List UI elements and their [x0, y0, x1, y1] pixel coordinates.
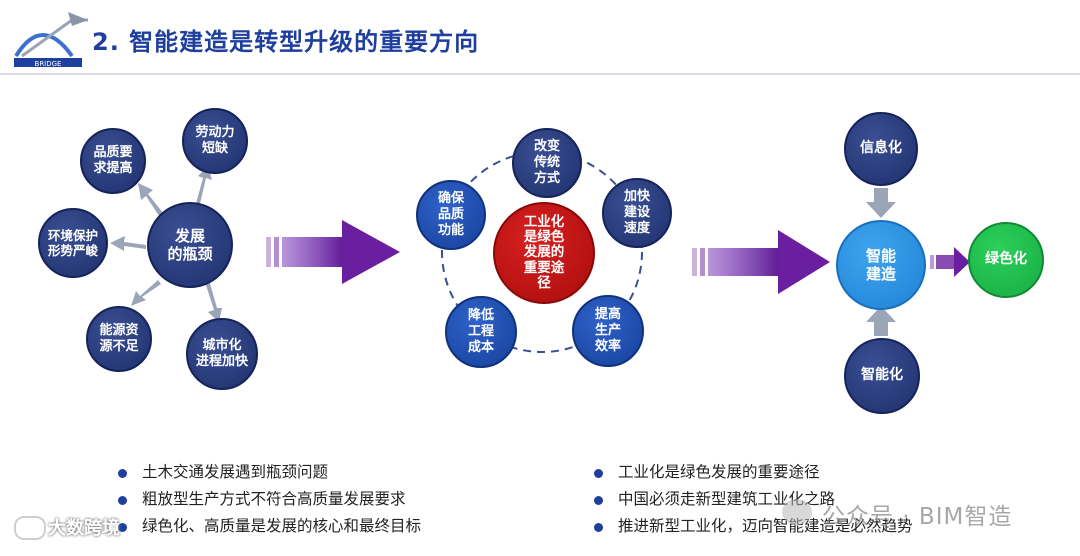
bullet-dot-icon [594, 523, 603, 532]
industrialization-center-circle: 工业化 是绿色 发展的 重要途 径 [493, 202, 595, 304]
dashed-ring [441, 151, 643, 353]
bottleneck-center-circle: 发展 的瓶颈 [147, 202, 233, 288]
big-arrow-1 [266, 220, 400, 284]
bullet-dot-icon [594, 469, 603, 478]
list-item: 土木交通发展遇到瓶颈问题 [116, 459, 421, 486]
urbanization-circle: 城市化 进程加快 [186, 318, 258, 390]
list-item: 中国必须走新型建筑工业化之路 [592, 486, 913, 513]
brand-watermark: 大数跨境 [14, 514, 120, 540]
labor-circle: 劳动力 短缺 [182, 108, 248, 174]
energy-circle: 能源资 源不足 [86, 306, 152, 372]
change-traditional-circle: 改变 传统 方式 [512, 128, 582, 198]
bridge-logo-icon: BRIDGE [14, 12, 88, 68]
smart-construction-circle: 智能 建造 [836, 220, 926, 310]
greening-circle: 绿色化 [968, 222, 1044, 298]
intelligentization-circle: 智能化 [844, 338, 920, 414]
list-item: 粗放型生产方式不符合高质量发展要求 [116, 486, 421, 513]
list-item: 绿色化、高质量是发展的核心和最终目标 [116, 513, 421, 540]
bullet-dot-icon [118, 469, 127, 478]
wechat-watermark: 公众号 · BIM智造 [782, 497, 1012, 531]
reduce-cost-circle: 降低 工程 成本 [445, 296, 517, 368]
page-title: 2. 智能建造是转型升级的重要方向 [92, 28, 480, 56]
right-bullet-list: 工业化是绿色发展的重要途径 中国必须走新型建筑工业化之路 推进新型工业化，迈向智… [592, 459, 913, 540]
quality-function-circle: 确保 品质 功能 [416, 180, 486, 250]
big-arrow-2 [692, 230, 830, 294]
slide-header: BRIDGE 2. 智能建造是转型升级的重要方向 [0, 0, 1080, 80]
wechat-icon [782, 499, 812, 525]
brand-logo-icon [14, 516, 46, 540]
header-divider [0, 73, 1080, 75]
right-vertical-arrows [866, 188, 896, 336]
list-item: 推进新型工业化，迈向智能建造是必然趋势 [592, 513, 913, 540]
logo-text: BRIDGE [35, 60, 62, 68]
left-spoke-arrows [110, 166, 222, 322]
quality-circle: 品质要 求提高 [80, 128, 146, 194]
bullet-dot-icon [594, 496, 603, 505]
speed-up-circle: 加快 建设 速度 [602, 178, 672, 248]
informatization-circle: 信息化 [844, 112, 918, 186]
efficiency-circle: 提高 生产 效率 [572, 295, 644, 367]
left-bullet-list: 土木交通发展遇到瓶颈问题 粗放型生产方式不符合高质量发展要求 绿色化、高质量是发… [116, 459, 421, 540]
list-item: 工业化是绿色发展的重要途径 [592, 459, 913, 486]
environment-circle: 环境保护 形势严峻 [38, 208, 108, 278]
bullet-dot-icon [118, 523, 127, 532]
bullet-dot-icon [118, 496, 127, 505]
small-arrow-to-green [930, 247, 970, 277]
